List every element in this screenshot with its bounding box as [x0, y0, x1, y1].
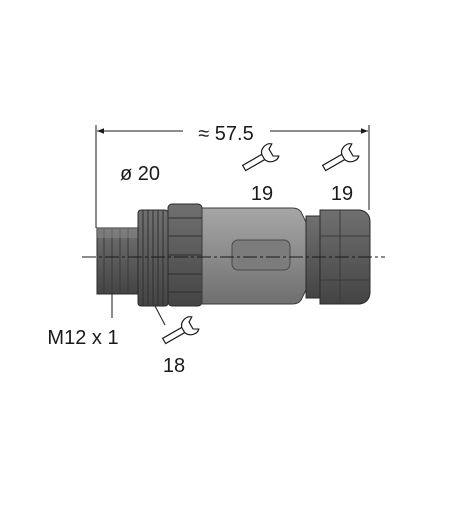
wrench-icon [321, 143, 360, 172]
wrench-icon [241, 143, 280, 172]
wrench-icon [161, 316, 200, 345]
thread-label: M12 x 1 [47, 327, 118, 349]
diameter-label: ø 20 [120, 163, 160, 185]
overall-dimension: ≈ 57.5 [95, 123, 370, 228]
wrench-size-label: 19 [251, 183, 273, 205]
overall-length-label: ≈ 57.5 [198, 123, 253, 145]
wrench-size-label: 18 [163, 355, 185, 377]
wrench-18-leader [154, 305, 166, 326]
wrench-size-label: 19 [331, 183, 353, 205]
connector-body [96, 203, 371, 307]
